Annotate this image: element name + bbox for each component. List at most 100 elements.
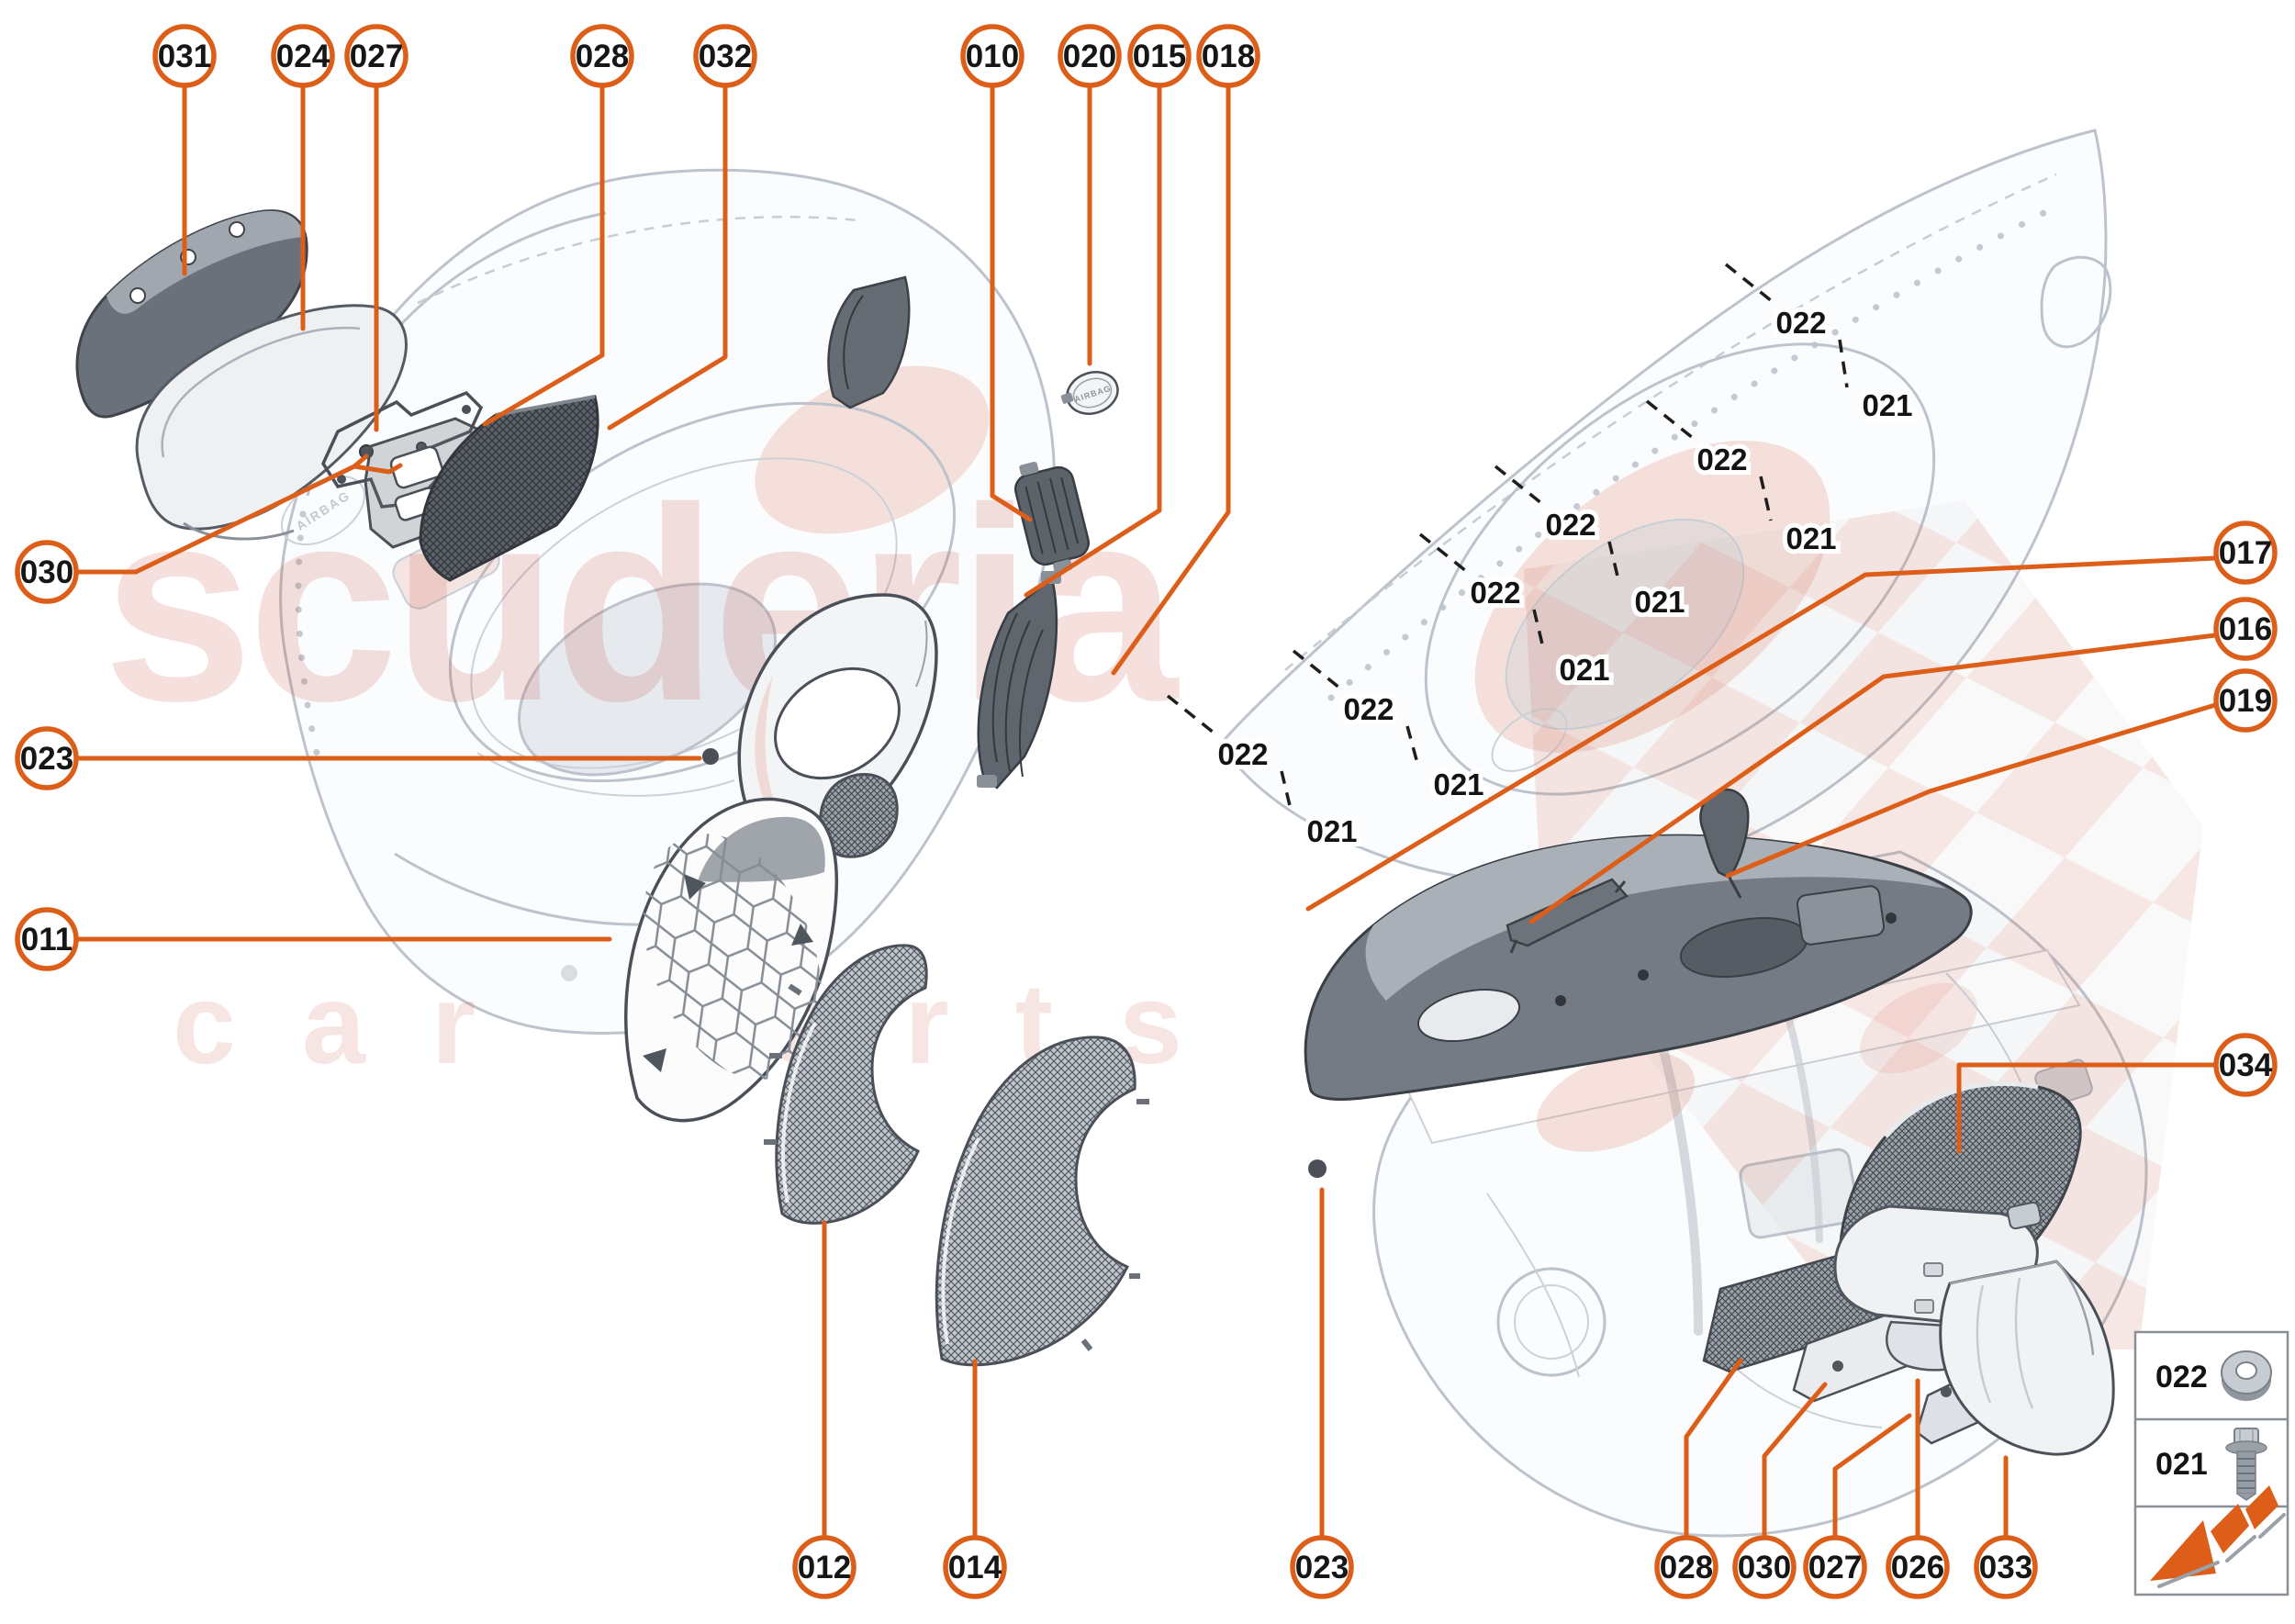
leader-034 bbox=[1956, 1062, 2218, 1154]
legend-bolt-label: 021 bbox=[2155, 1447, 2208, 1482]
callout-030-bottom[interactable]: 030 bbox=[1732, 1535, 1797, 1599]
bolt-label: 021 bbox=[1786, 521, 1836, 555]
leader-015 bbox=[1024, 83, 1162, 598]
fastener-annotations: 022 021 022 021 022 021 022 021 022 021 … bbox=[1166, 263, 1918, 853]
svg-text:031: 031 bbox=[158, 39, 211, 74]
callout-018[interactable]: 018 bbox=[1196, 24, 1260, 88]
part-grommet-023-bottom bbox=[1308, 1159, 1327, 1178]
callout-024[interactable]: 024 bbox=[271, 24, 335, 88]
part-speaker-mesh-014 bbox=[935, 1036, 1149, 1367]
callout-028-bottom[interactable]: 028 bbox=[1654, 1535, 1718, 1599]
bolt-label: 021 bbox=[1862, 388, 1912, 422]
callout-015[interactable]: 015 bbox=[1127, 24, 1192, 88]
callout-023-bottom[interactable]: 023 bbox=[1290, 1535, 1354, 1599]
bolt-label: 021 bbox=[1433, 767, 1483, 801]
part-tweeter-trim-018 bbox=[737, 593, 938, 843]
washer-label: 022 bbox=[1545, 508, 1595, 542]
callout-028[interactable]: 028 bbox=[570, 24, 634, 88]
callout-016[interactable]: 016 bbox=[2213, 597, 2278, 661]
scuderia-arrow-logo-icon bbox=[2150, 1485, 2286, 1588]
svg-text:028: 028 bbox=[1660, 1550, 1713, 1585]
leader-027-bottom bbox=[1832, 1413, 1912, 1540]
svg-text:012: 012 bbox=[798, 1550, 851, 1585]
washer-label: 022 bbox=[1343, 692, 1394, 726]
leader-019 bbox=[1725, 702, 2218, 879]
callout-030-left[interactable]: 030 bbox=[15, 540, 79, 604]
leader-010 bbox=[990, 83, 1033, 522]
fastener-pair: 022 021 bbox=[1292, 649, 1489, 806]
svg-text:011: 011 bbox=[21, 922, 73, 958]
callout-027-bottom[interactable]: 027 bbox=[1803, 1535, 1867, 1599]
svg-text:019: 019 bbox=[2219, 683, 2272, 719]
bolt-label: 021 bbox=[1306, 814, 1357, 848]
callout-023-left[interactable]: 023 bbox=[15, 726, 79, 790]
legend-washer-label: 022 bbox=[2155, 1360, 2208, 1394]
legend-row-washer: 022 bbox=[2155, 1350, 2272, 1401]
leader-lines bbox=[73, 83, 2218, 1540]
part-airbag-badge-020: AIRBAG bbox=[1060, 371, 1119, 415]
fastener-pair: 022 021 bbox=[1418, 532, 1615, 691]
svg-text:033: 033 bbox=[1979, 1550, 2032, 1585]
svg-text:020: 020 bbox=[1063, 39, 1116, 74]
leader-032 bbox=[607, 83, 728, 431]
part-grommet-023-left bbox=[702, 748, 719, 765]
bolt-icon bbox=[2225, 1428, 2267, 1501]
leader-030-bottom bbox=[1762, 1382, 1828, 1540]
leader-028 bbox=[482, 83, 605, 427]
callout-012[interactable]: 012 bbox=[792, 1535, 856, 1599]
washer-label: 022 bbox=[1775, 306, 1826, 340]
part-honeycomb-grille-011 bbox=[624, 797, 839, 1123]
svg-text:018: 018 bbox=[1202, 39, 1255, 74]
washer-label: 022 bbox=[1696, 442, 1747, 476]
leader-018 bbox=[1111, 83, 1231, 676]
svg-text:016: 016 bbox=[2219, 611, 2272, 647]
svg-text:024: 024 bbox=[276, 39, 330, 74]
legend-row-bolt: 021 bbox=[2155, 1428, 2267, 1501]
washer-label: 022 bbox=[1217, 737, 1268, 771]
callout-010[interactable]: 010 bbox=[960, 24, 1024, 88]
callout-019[interactable]: 019 bbox=[2213, 668, 2278, 733]
callout-033[interactable]: 033 bbox=[1974, 1535, 2038, 1599]
part-armrest-pad-031 bbox=[75, 209, 308, 419]
callout-027[interactable]: 027 bbox=[344, 24, 409, 88]
svg-text:026: 026 bbox=[1891, 1550, 1944, 1585]
svg-text:030: 030 bbox=[20, 554, 73, 590]
svg-text:027: 027 bbox=[350, 39, 403, 74]
svg-text:010: 010 bbox=[966, 39, 1019, 74]
leader-030-left bbox=[75, 454, 403, 575]
part-bracket-027 bbox=[321, 390, 484, 509]
callout-034[interactable]: 034 bbox=[2213, 1033, 2278, 1097]
part-door-pocket-033 bbox=[1914, 1260, 2115, 1456]
svg-text:015: 015 bbox=[1133, 39, 1186, 74]
svg-text:023: 023 bbox=[20, 741, 73, 777]
part-bracket-016 bbox=[1506, 878, 1629, 954]
callout-020[interactable]: 020 bbox=[1058, 24, 1122, 88]
svg-text:032: 032 bbox=[699, 39, 752, 74]
svg-text:030: 030 bbox=[1738, 1550, 1791, 1585]
fastener-pair: 022 021 bbox=[1494, 465, 1690, 623]
washer-icon bbox=[2221, 1350, 2272, 1401]
callout-031[interactable]: 031 bbox=[152, 24, 217, 88]
callout-026[interactable]: 026 bbox=[1886, 1535, 1950, 1599]
part-pull-bracket-010 bbox=[1013, 461, 1091, 574]
fastener-pair: 022 021 bbox=[1645, 399, 1842, 560]
callout-032[interactable]: 032 bbox=[693, 24, 757, 88]
washer-label: 022 bbox=[1470, 576, 1520, 610]
legend-box: 022 021 bbox=[2133, 1330, 2289, 1596]
part-mesh-grille-032 bbox=[419, 395, 599, 582]
bolt-label: 021 bbox=[1634, 585, 1685, 619]
svg-text:023: 023 bbox=[1295, 1550, 1349, 1585]
fastener-pair: 022 021 bbox=[1166, 694, 1362, 853]
leader-017 bbox=[1305, 555, 2218, 912]
callout-014[interactable]: 014 bbox=[943, 1535, 1007, 1599]
part-upper-bracket bbox=[827, 275, 911, 409]
svg-text:014: 014 bbox=[948, 1550, 1002, 1585]
callout-017[interactable]: 017 bbox=[2213, 521, 2278, 585]
leader-016 bbox=[1528, 633, 2218, 924]
part-armrest-panel-024 bbox=[135, 304, 408, 541]
part-armrest-assembly-017 bbox=[1304, 834, 1973, 1101]
callout-011[interactable]: 011 bbox=[15, 907, 79, 971]
part-speaker-mesh-012 bbox=[764, 944, 928, 1225]
svg-text:027: 027 bbox=[1808, 1550, 1862, 1585]
